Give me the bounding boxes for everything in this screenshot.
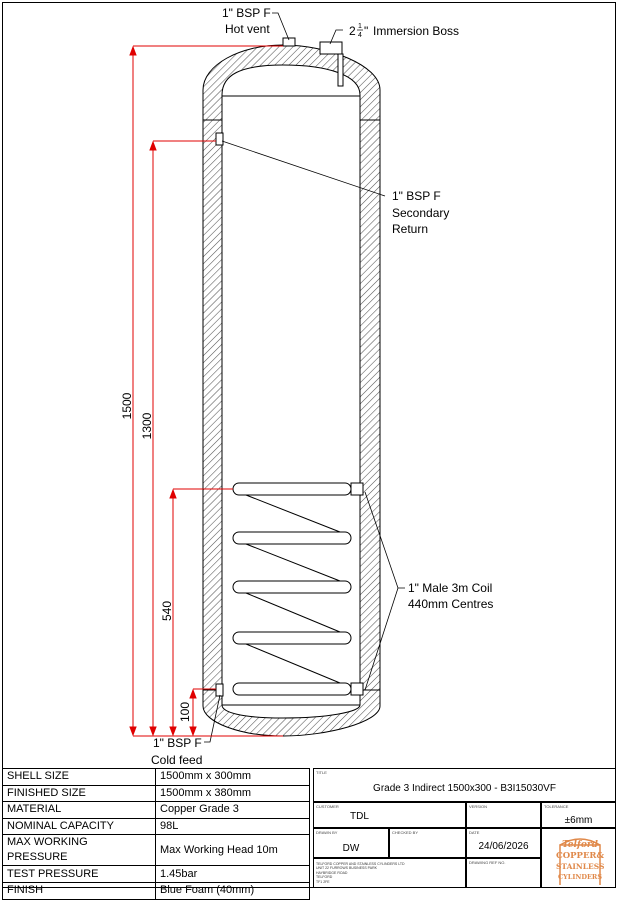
tolerance-cell: TOLERANCE ±6mm: [541, 802, 616, 828]
customer-cell: CUSTOMER TDL: [313, 802, 466, 828]
immersion-boss: [319, 41, 343, 55]
immersion-boss-tube: [337, 53, 344, 87]
address-line: TELFORD: [316, 875, 333, 880]
drawing-ref-label: DRAWING REF NO.: [469, 860, 506, 865]
title-cell: TITLE Grade 3 Indirect 1500x300 - B3I150…: [313, 768, 616, 802]
immersion-boss-whole: 2: [349, 24, 356, 38]
bottom-dome: [202, 689, 381, 737]
immersion-boss-frac-den: 4: [358, 32, 362, 39]
spec-label: FINISHED SIZE: [2, 784, 156, 803]
logo-frame: [559, 838, 601, 885]
secondary-return-label-1: 1" BSP F: [392, 189, 441, 203]
version-cell-label: VERSION: [469, 804, 488, 809]
spec-value: Max Working Head 10m: [155, 834, 310, 867]
dimension-lines: [129, 45, 283, 737]
address-line: UNIT 22 FURROWS BUSINESS PARK: [316, 866, 377, 871]
logo-line-3: STAINLESS: [556, 862, 605, 871]
secondary-return-boss: [215, 132, 224, 146]
address-line: HAYBRIDGE ROAD: [316, 870, 348, 875]
coil-label-1: 1" Male 3m Coil: [408, 581, 492, 595]
drawing-title: Grade 3 Indirect 1500x300 - B3I15030VF: [373, 783, 556, 794]
immersion-boss-text: Immersion Boss: [373, 24, 459, 38]
spec-value: 1.45bar: [155, 865, 310, 883]
checked-by-cell: CHECKED BY: [389, 828, 466, 858]
spec-label: MAX WORKING PRESSURE: [2, 834, 156, 867]
checked-by-label: CHECKED BY: [392, 830, 419, 835]
title-cell-label: TITLE: [316, 770, 327, 775]
cold-feed-boss: [215, 683, 224, 697]
customer-value: TDL: [350, 811, 369, 822]
logo-cell: Telford COPPER& STAINLESS CYLINDERS: [541, 828, 616, 888]
immersion-boss-unit: ": [364, 24, 368, 38]
wall-right: [359, 119, 381, 691]
tolerance-cell-label: TOLERANCE: [544, 804, 569, 809]
date-cell: DATE 24/06/2026: [466, 828, 541, 858]
wall-left: [202, 119, 223, 691]
drawn-by-cell: DRAWN BY DW: [313, 828, 389, 858]
immersion-boss-frac-num: 1: [358, 23, 362, 30]
spec-value: 1500mm x 380mm: [155, 784, 310, 803]
cold-feed-label-1: 1" BSP F: [153, 736, 202, 750]
spec-value: 1500mm x 300mm: [155, 768, 310, 786]
spec-value: Blue Foam (40mm): [155, 881, 310, 900]
dim-overall: 1500: [120, 392, 134, 419]
spec-label: TEST PRESSURE: [2, 865, 156, 883]
address-line: TELFORD COPPER AND STAINLESS CYLINDERS L…: [316, 862, 405, 866]
version-cell: VERSION: [466, 802, 541, 828]
dim-secondary-return: 1300: [140, 412, 154, 439]
secondary-return-label-3: Return: [392, 222, 428, 236]
hot-vent-boss: [282, 37, 296, 47]
logo-line-1: Telford: [562, 840, 598, 850]
spec-label: SHELL SIZE: [2, 768, 156, 786]
customer-cell-label: CUSTOMER: [316, 804, 339, 809]
leader-lines: [204, 12, 405, 743]
hot-vent-label-2: Hot vent: [225, 22, 270, 36]
coil: [232, 482, 364, 696]
secondary-return-label-2: Secondary: [392, 206, 449, 220]
drawing-ref-cell: DRAWING REF NO.: [466, 858, 541, 888]
top-dome: [202, 44, 381, 121]
drawn-by-label: DRAWN BY: [316, 830, 338, 835]
company-logo: Telford COPPER& STAINLESS CYLINDERS: [556, 831, 604, 887]
dim-coil-top: 540: [160, 601, 174, 621]
drawn-by-value: DW: [342, 843, 360, 854]
spec-label: MATERIAL: [2, 801, 156, 819]
company-address: TELFORD COPPER AND STAINLESS CYLINDERS L…: [316, 862, 405, 884]
date-value: 24/06/2026: [478, 841, 529, 852]
cold-feed-label-2: Cold feed: [151, 753, 202, 767]
spec-label: FINISH: [2, 881, 156, 900]
hot-vent-label-1: 1" BSP F: [222, 6, 271, 20]
logo-line-4: CYLINDERS: [557, 873, 603, 881]
tolerance-value: ±6mm: [564, 815, 593, 826]
spec-label: NOMINAL CAPACITY: [2, 817, 156, 836]
dim-cold-feed: 100: [178, 702, 192, 722]
date-label: DATE: [469, 830, 480, 835]
address-cell: TELFORD COPPER AND STAINLESS CYLINDERS L…: [313, 858, 466, 888]
logo-line-2: COPPER&: [556, 851, 605, 861]
address-line: TF1 2FE: [316, 879, 330, 884]
coil-label-2: 440mm Centres: [408, 597, 493, 611]
